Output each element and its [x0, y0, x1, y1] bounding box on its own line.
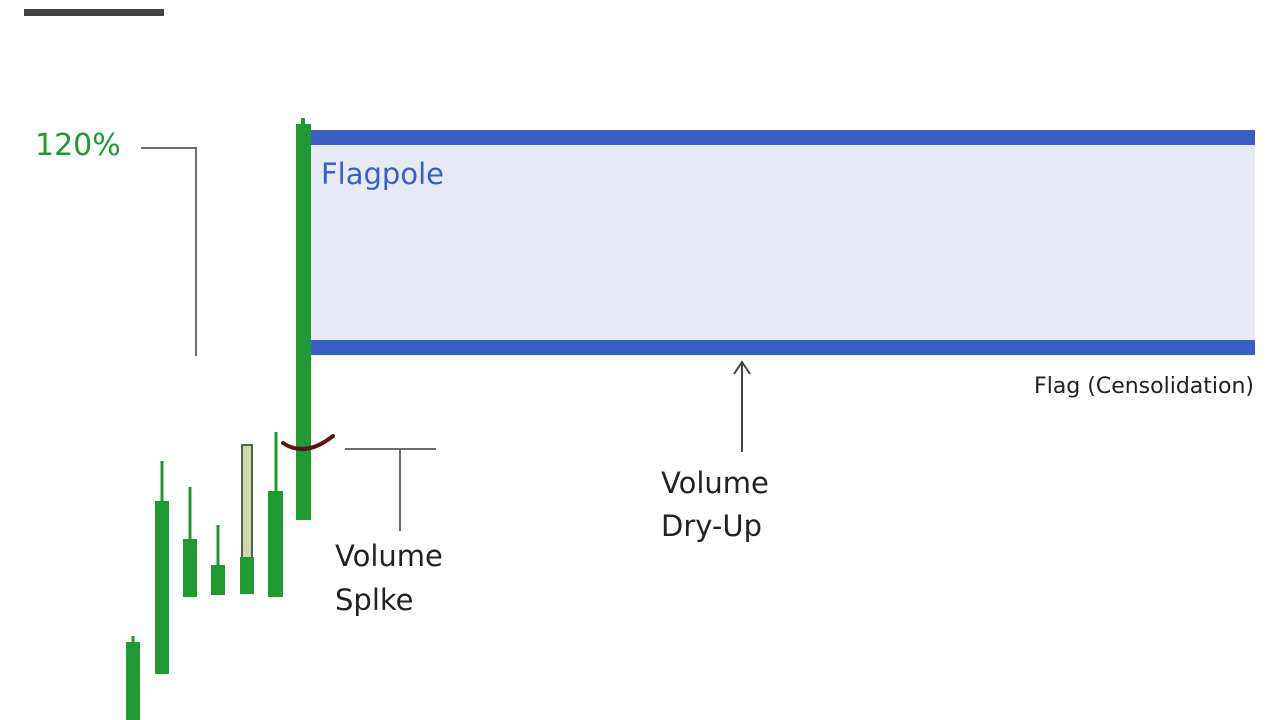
candle-2-body: [155, 501, 169, 674]
up-arrow-icon: [733, 360, 751, 452]
percent-label: 120%: [35, 128, 121, 163]
candle-3-body: [183, 539, 197, 597]
flagpole-bar: [296, 124, 311, 520]
candle-4-body: [211, 565, 225, 595]
percent-bracket-line: [141, 147, 197, 356]
flag-top-line: [310, 130, 1255, 145]
flag-bottom-line: [310, 340, 1255, 355]
candle-6-body: [268, 491, 283, 597]
volume-spike-label-line1: Volume: [335, 539, 443, 573]
flag-band-fill: [310, 137, 1255, 348]
volume-dryup-label-line2: Dry-Up: [661, 509, 762, 543]
candlesticks: [126, 432, 283, 720]
candle-5-body: [240, 557, 254, 594]
curve-mark: [281, 434, 335, 452]
volume-spike-label-line2: Splke: [335, 583, 413, 617]
flag-label: Flag (Censolidation): [1034, 374, 1254, 399]
volume-dryup-label-line1: Volume: [661, 466, 769, 500]
candle-1-body: [126, 642, 140, 720]
candle-5-wick-box: [241, 444, 253, 560]
flagpole-label: Flagpole: [321, 157, 444, 191]
title-bar: [24, 9, 164, 16]
